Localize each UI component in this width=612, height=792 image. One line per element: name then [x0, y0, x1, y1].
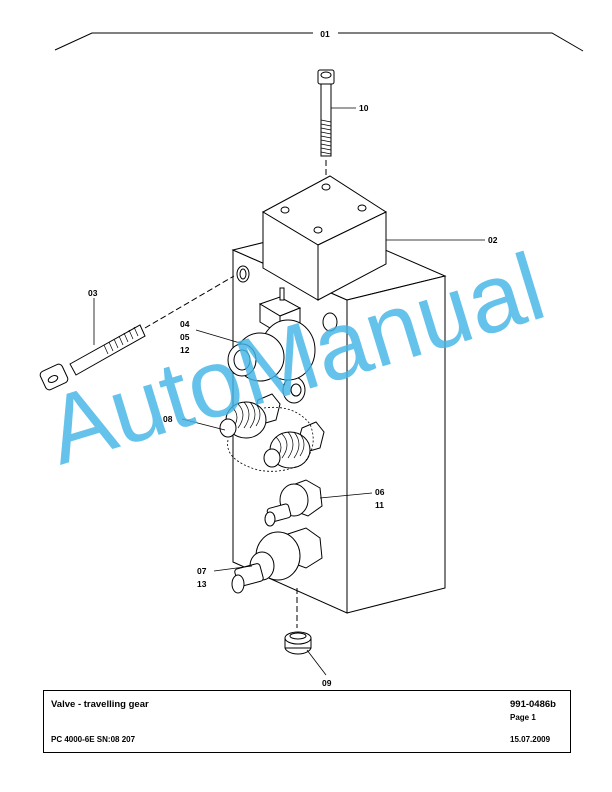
callout-02: 02	[488, 235, 498, 245]
callout-12: 12	[180, 345, 190, 355]
callout-01: 01	[320, 29, 330, 39]
cover-plate	[261, 175, 388, 301]
assembly-bracket	[54, 32, 584, 52]
callout-03: 03	[88, 288, 98, 298]
drawing-title: Valve - travelling gear	[51, 699, 149, 710]
callout-04: 04	[180, 319, 190, 329]
callout-09: 09	[322, 678, 332, 688]
exploded-parts-drawing: 01 10 02	[35, 29, 584, 688]
plug-with-chain	[263, 421, 325, 469]
callout-08: 08	[163, 414, 173, 424]
bolt-03	[39, 275, 235, 391]
callout-13: 13	[197, 579, 207, 589]
callout-10: 10	[359, 103, 369, 113]
fitting-06	[264, 479, 323, 527]
callout-06: 06	[375, 487, 385, 497]
page-number: Page 1	[510, 713, 536, 722]
callout-07: 07	[197, 566, 207, 576]
issue-date: 15.07.2009	[510, 735, 551, 744]
title-block: Valve - travelling gear 991-0486b Page 1…	[43, 690, 571, 753]
plug-09	[284, 588, 312, 655]
callout-11: 11	[375, 500, 384, 510]
machine-model: PC 4000-6E SN:08 207	[51, 735, 136, 744]
part-number: 991-0486b	[510, 699, 556, 710]
bolt-10	[317, 69, 335, 183]
callout-05: 05	[180, 332, 190, 342]
solenoid-valve	[227, 287, 316, 382]
retaining-chain	[227, 406, 314, 472]
fitting-07	[231, 527, 323, 594]
plug-with-chain-08	[219, 393, 281, 439]
